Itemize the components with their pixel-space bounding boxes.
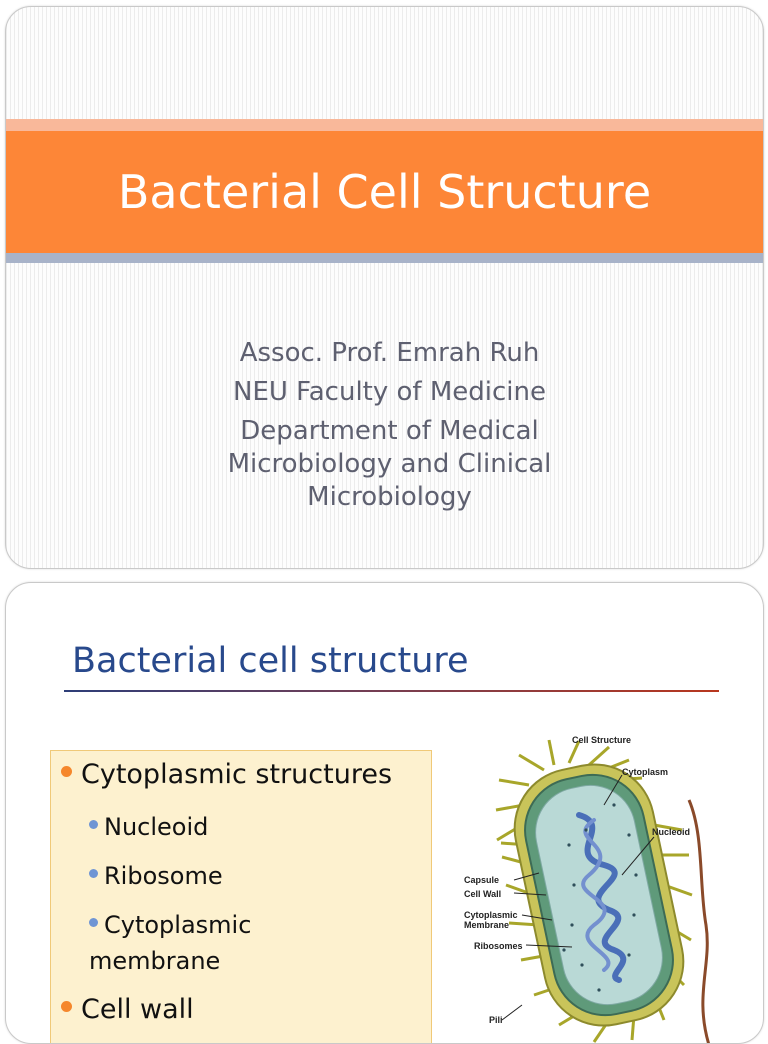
diagram-title: Cell Structure: [572, 735, 631, 745]
list-subitem: Cytoplasmic membrane: [89, 911, 252, 975]
bacterium-illustration: Cell Structure Cytoplasm Nucleoid Capsul…: [464, 735, 711, 1043]
flagellum: [687, 799, 711, 1043]
label-capsule: Capsule: [464, 875, 499, 885]
list-subitem: Nucleoid: [89, 809, 208, 845]
bullet-icon: [61, 766, 72, 777]
list-subitem: Ribosome: [89, 858, 223, 894]
bullet-icon: [89, 918, 98, 927]
list-item: Cytoplasmic structures: [61, 759, 392, 790]
heading-divider: [64, 690, 719, 692]
content-slide: Bacterial cell structure Cytoplasmic str…: [5, 582, 764, 1044]
slide-title: Bacterial Cell Structure: [117, 165, 652, 219]
bullet-icon: [89, 820, 98, 829]
ribosomes: [562, 803, 638, 992]
title-slide: Bacterial Cell Structure Assoc. Prof. Em…: [5, 6, 764, 569]
institution: NEU Faculty of Medicine: [233, 377, 546, 407]
title-band: [6, 131, 763, 253]
label-ribosomes: Ribosomes: [474, 941, 523, 951]
department: Department of Medical Microbiology and C…: [227, 416, 552, 512]
slide-heading: Bacterial cell structure: [72, 641, 469, 681]
bullet-icon: [89, 869, 98, 878]
bullet-list: Cytoplasmic structures Nucleoid Ribosome…: [50, 750, 432, 1043]
label-pili: Pili: [489, 1015, 503, 1025]
title-band-accent: [6, 119, 763, 131]
title-band-shadow: [6, 253, 763, 263]
label-cytoplasm: Cytoplasm: [622, 767, 668, 777]
bullet-icon: [61, 1001, 72, 1012]
label-cell-wall: Cell Wall: [464, 889, 501, 899]
list-item: Cell wall: [61, 994, 194, 1025]
bacterial-cell-diagram: Cell Structure Cytoplasm Nucleoid Capsul…: [454, 725, 754, 1043]
label-nucleoid: Nucleoid: [652, 827, 690, 837]
subtitle-block: Assoc. Prof. Emrah Ruh NEU Faculty of Me…: [156, 337, 623, 520]
author-name: Assoc. Prof. Emrah Ruh: [239, 338, 540, 368]
